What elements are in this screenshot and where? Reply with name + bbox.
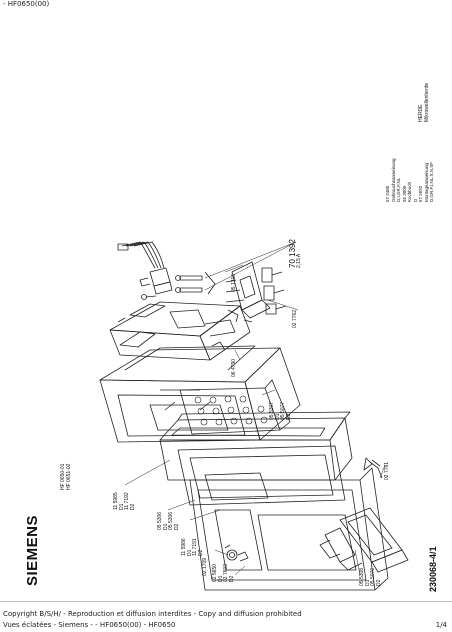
door-glass [177, 445, 346, 506]
control-panel [179, 379, 291, 435]
copyright-notice: Copyright B/S/H/ - Reproduction et diffu… [3, 610, 302, 618]
page-number: 1/4 [435, 621, 447, 629]
exploded-view-drawing: SIEMENS HF 0650-01 HF 0651-02 230068-4/1… [0, 10, 452, 595]
source-line: Vues éclatées - Siemens - - HF0650(00) -… [3, 621, 176, 629]
door-panel [189, 467, 389, 591]
door-handle [319, 507, 409, 573]
fuse-assembly [175, 271, 216, 295]
relay-block [225, 261, 287, 319]
screw [363, 457, 383, 479]
wire-harness [117, 241, 173, 300]
electronics-module [109, 301, 253, 361]
page-footer: Copyright B/S/H/ - Reproduction et diffu… [0, 601, 452, 632]
latch-parts [224, 544, 249, 562]
page-header-ref: - HF0650(00) [3, 0, 50, 8]
leader-lines [124, 241, 386, 576]
exploded-view-svg [99, 241, 409, 591]
cavity-housing [99, 345, 301, 443]
